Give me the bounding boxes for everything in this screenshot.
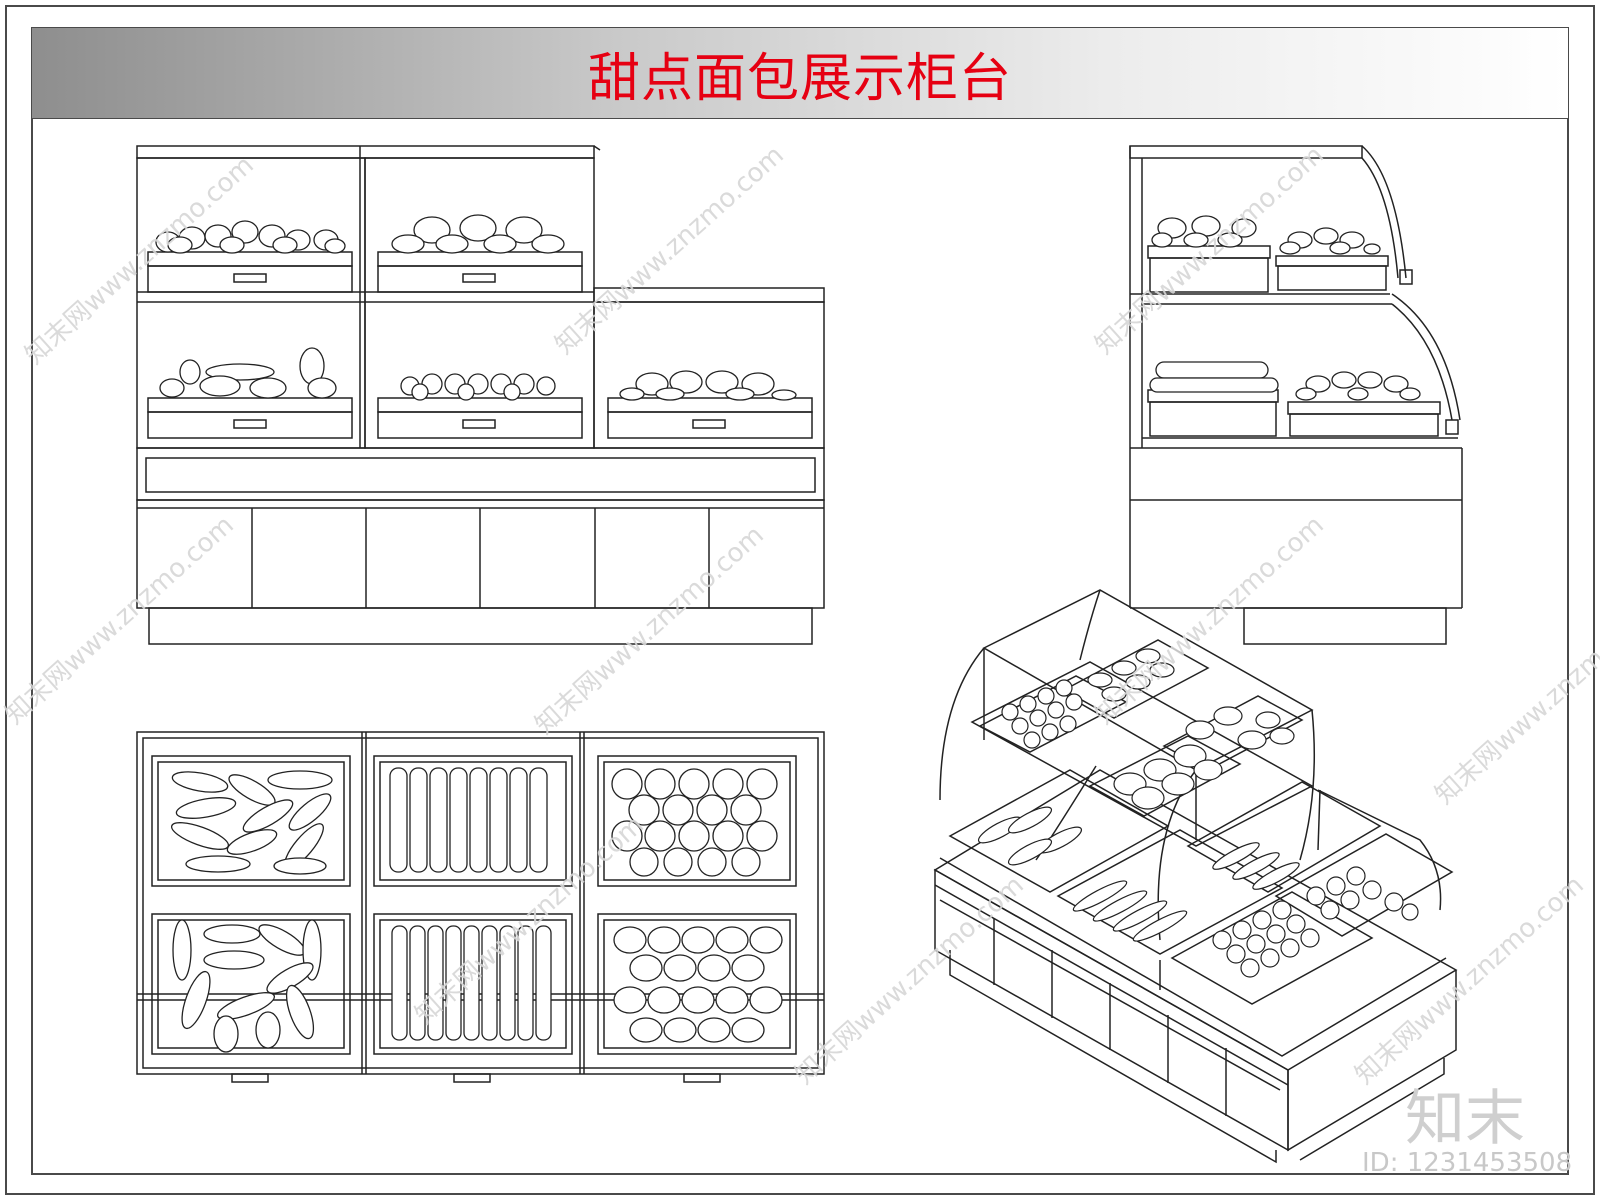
- front-elevation: [136, 145, 825, 645]
- outer-frame: [5, 5, 1595, 1195]
- side-elevation-food: [1149, 215, 1421, 401]
- top-plan: [136, 731, 825, 1083]
- brand-logo-text: 知末: [1405, 1084, 1525, 1154]
- isometric-food: [977, 648, 1419, 978]
- front-elevation-food: [155, 214, 797, 401]
- top-plan-food: [170, 767, 783, 1053]
- image-id-label: ID: 1231453508: [1362, 1148, 1573, 1178]
- side-elevation: [1129, 145, 1463, 645]
- page-title: 甜点面包展示柜台: [587, 48, 1012, 109]
- loaf-row-upper: [389, 767, 548, 873]
- title-bar: 甜点面包展示柜台: [32, 28, 1568, 118]
